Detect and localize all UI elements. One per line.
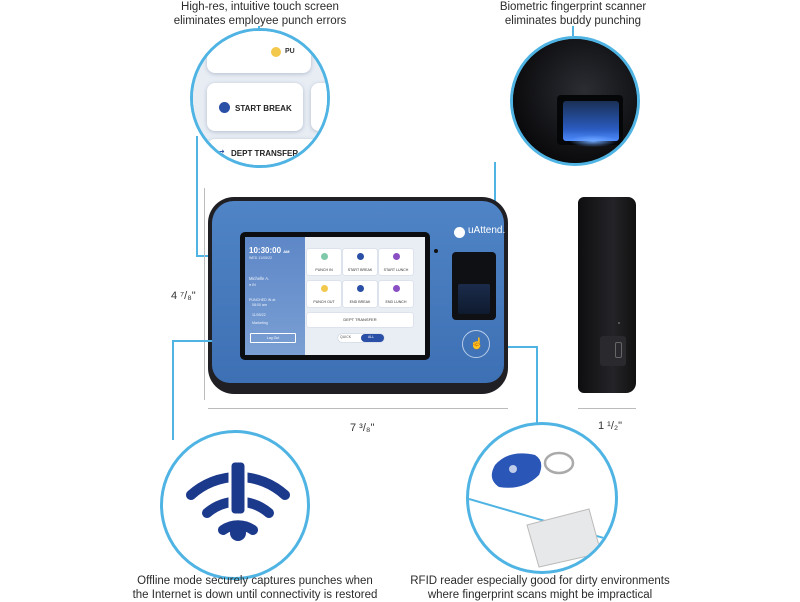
offline-leader-v [172,340,174,440]
coffee-icon [356,253,364,260]
tile-end-break[interactable]: END BREAK [343,281,377,307]
coffee-icon [219,102,230,113]
screen-ampm: AM [283,249,290,254]
tile-punch-in[interactable]: PUNCH IN [307,249,341,275]
fingerprint-caption: Biometric fingerprint scanner eliminates… [478,0,668,28]
lunch-icon [392,253,400,260]
zoom-card-top [207,31,311,73]
width-dimension: 7 ³/₈" [350,422,375,434]
offline-caption-line2: the Internet is down until connectivity … [132,589,378,601]
scanner-glass [563,101,619,141]
offline-caption: Offline mode securely captures punches w… [120,574,390,602]
tile-punch-out-label: PUNCH OUT [313,300,335,304]
fingerprint-caption-line2: eliminates buddy punching [504,15,642,27]
tile-end-lunch[interactable]: END LUNCH [379,281,413,307]
height-dimension: 4 ⁷/₈" [171,290,196,302]
screen-status: ● IN [249,283,256,287]
touchscreen-leader-vertical [196,136,198,256]
depth-dimension: 1 ¹/₂" [598,420,623,432]
tile-end-break-label: END BREAK [349,300,371,304]
rfid-zoom-circle [466,422,618,574]
coffee-icon [356,285,364,292]
punch-icon [271,47,281,57]
tile-dept-transfer[interactable]: DEPT TRANSFER [307,313,413,327]
tile-dept-transfer-label: DEPT TRANSFER [343,317,377,322]
rfid-card-icon [526,508,602,568]
offline-caption-line1: Offline mode securely captures punches w… [137,575,373,587]
width-dimension-line [208,408,508,409]
logout-label: Log Out [266,336,280,340]
punch-in-icon [320,253,328,260]
zoom-partial-label: PU [285,48,295,55]
screen-punched-time: 08:00 am [252,303,267,307]
zoom-dept-transfer-label: DEPT TRANSFER [231,149,299,158]
tile-start-lunch[interactable]: START LUNCH [379,249,413,275]
rfid-caption-line2: where fingerprint scans might be impract… [427,589,653,601]
uattend-logo-icon [454,227,465,238]
screen-department: Marketing [252,321,268,325]
screen-date: WED 11/05/22 [249,256,273,260]
screen-user: Michelle A. [249,276,270,281]
tile-punch-out[interactable]: PUNCH OUT [307,281,341,307]
rfid-leader-v [536,346,538,432]
zoom-dept-transfer-card[interactable] [207,139,319,165]
punch-out-icon [320,285,328,292]
offline-leader-h [172,340,212,342]
tile-start-break[interactable]: START BREAK [343,249,377,275]
usb-port-cover [600,336,626,366]
rfid-keyfob-icon [469,451,615,568]
touchscreen-caption-line2: eliminates employee punch errors [173,15,347,27]
tile-start-lunch-label: START LUNCH [383,268,409,272]
lunch-icon [392,285,400,292]
height-dimension-line [204,188,205,400]
shuffle-icon: ⇄ [217,148,225,158]
screen-time: 10:30:00 AM [249,246,290,255]
offline-zoom-circle [160,430,310,580]
device-brand: uAttend. [468,225,506,236]
rfid-caption-line1: RFID reader especially good for dirty en… [410,575,670,587]
screen-status-value: IN [252,283,256,287]
scanner-glass-small [458,284,490,314]
screen-time-value: 10:30:00 [249,246,282,255]
tile-end-lunch-label: END LUNCH [385,300,407,304]
toggle-all-pill [361,334,384,342]
wifi-alert-icon [186,459,290,541]
zoom-start-break-label: START BREAK [235,104,292,113]
touchscreen-caption-line1: High-res, intuitive touch screen [181,1,339,13]
fingerprint-caption-line1: Biometric fingerprint scanner [499,1,647,13]
fingerprint-leader-top [572,26,574,36]
rfid-leader-h [508,346,538,348]
led-icon [618,322,620,324]
touchscreen-zoom-circle: PU START BREAK ⇄ DEPT TRANSFER [190,28,330,168]
toggle-all[interactable]: ALL [368,335,375,339]
camera-icon [434,249,438,253]
zoom-next-card [311,83,327,131]
hand-tap-icon: ☝ [470,338,484,350]
depth-dimension-line [578,408,636,409]
screen-punched: PUNCHED IN at [249,298,276,302]
rfid-caption: RFID reader especially good for dirty en… [400,574,680,602]
fingerprint-zoom-circle [510,36,640,166]
tile-start-break-label: START BREAK [347,268,373,272]
screen-punch-date: 11/05/22 [252,313,266,317]
logout-button[interactable]: Log Out [250,333,296,343]
toggle-quick[interactable]: QUICK [340,335,352,339]
scanner-glow [569,135,617,147]
usb-port-icon [615,342,622,358]
rfid-touch-icon[interactable] [462,330,490,358]
touchscreen-caption: High-res, intuitive touch screen elimina… [150,0,370,28]
tile-punch-in-label: PUNCH IN [315,268,333,272]
